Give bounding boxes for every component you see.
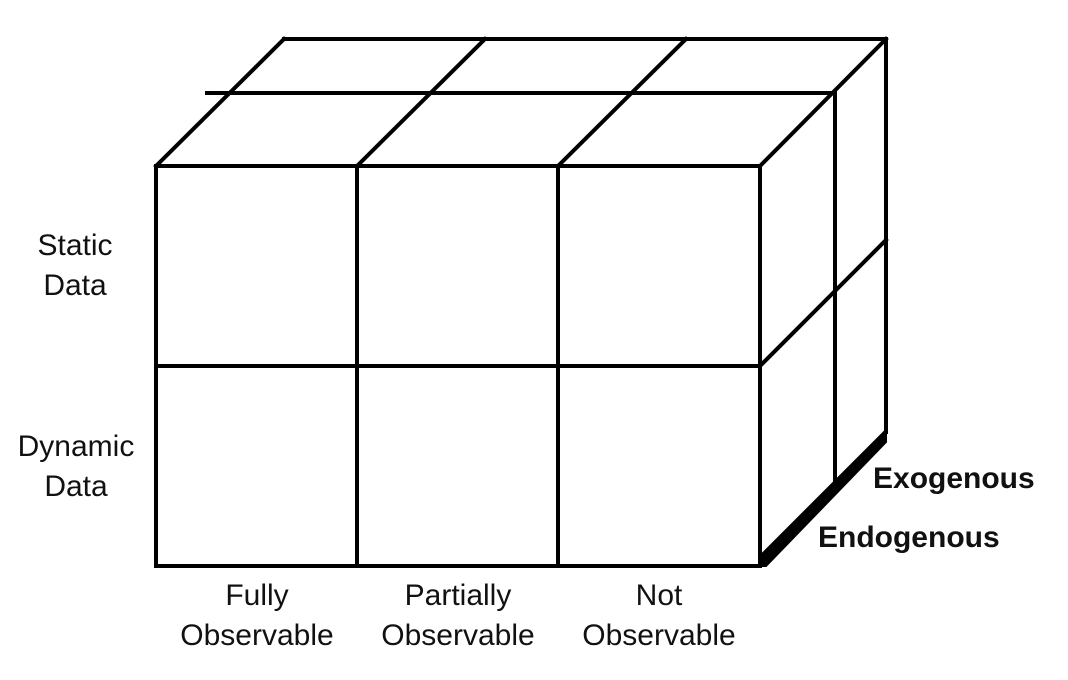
- column-label-line2: Observable: [180, 619, 334, 652]
- depth-label-endogenous: Endogenous: [818, 521, 1000, 554]
- column-label-partially-observable: Partially Observable: [358, 576, 558, 656]
- column-label-fully-observable: Fully Observable: [157, 576, 357, 656]
- row-label-line2: Data: [44, 470, 108, 503]
- front-face: [154, 164, 762, 568]
- column-label-line1: Not: [635, 579, 683, 612]
- row-label-line1: Dynamic: [17, 430, 135, 463]
- row-label-dynamic-data: Dynamic Data: [1, 427, 151, 507]
- depth-label-exogenous: Exogenous: [873, 462, 1035, 495]
- column-label-line2: Observable: [582, 619, 736, 652]
- column-label-line2: Observable: [381, 619, 535, 652]
- right-face: [757, 37, 889, 486]
- row-label-static-data: Static Data: [0, 226, 150, 306]
- column-label-not-observable: Not Observable: [559, 576, 759, 656]
- top-face: [153, 36, 889, 169]
- row-label-line2: Data: [43, 269, 107, 302]
- column-label-line1: Fully: [225, 579, 289, 612]
- column-label-line1: Partially: [404, 579, 512, 612]
- thick-bottom-edge: [759, 427, 887, 567]
- row-label-line1: Static: [37, 229, 113, 262]
